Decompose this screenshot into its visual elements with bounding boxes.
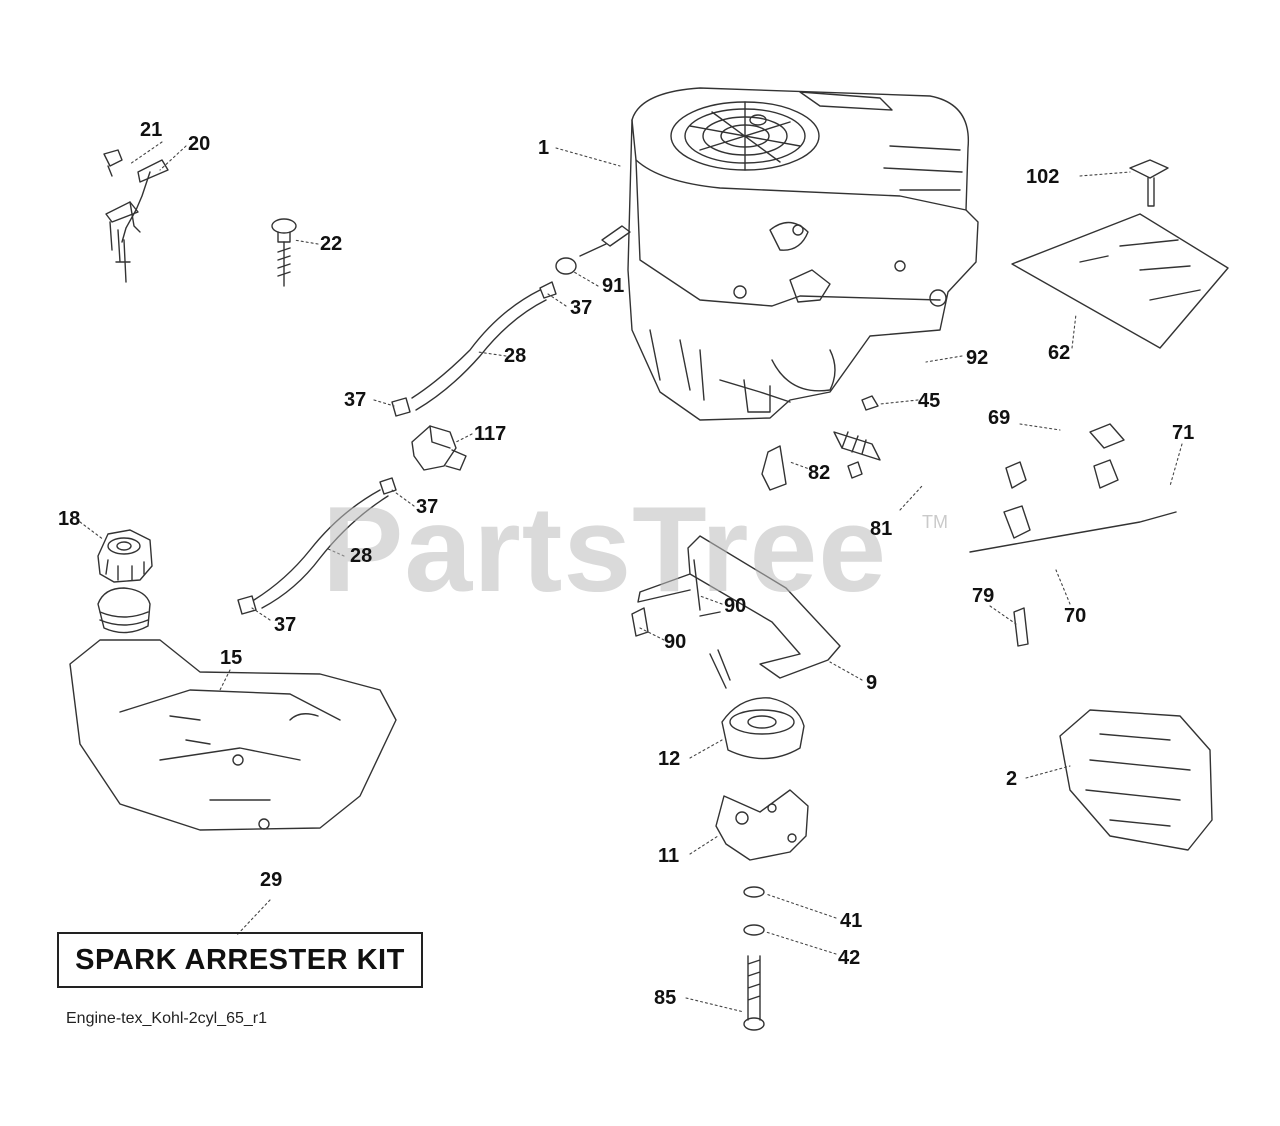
callout-22[interactable]: 22 [320,233,343,255]
callout-20[interactable]: 20 [188,133,211,155]
callout-69[interactable]: 69 [988,407,1011,429]
callout-41[interactable]: 41 [840,910,863,932]
callout-102[interactable]: 102 [1026,166,1060,188]
callout-81[interactable]: 81 [870,518,893,540]
callout-37-c[interactable]: 37 [416,496,439,518]
engine-drawing [627,87,979,421]
callout-15[interactable]: 15 [220,647,243,669]
callout-117[interactable]: 117 [474,423,507,445]
part-22-screw [271,218,297,287]
part-9-bracket [631,535,841,689]
callout-85[interactable]: 85 [654,987,677,1009]
spark-arrester-kit-label[interactable]: SPARK ARRESTER KIT [57,932,423,988]
callout-28-b[interactable]: 28 [350,545,373,567]
callout-21[interactable]: 21 [140,119,163,141]
diagram-caption: Engine-tex_Kohl-2cyl_65_r1 [66,1010,268,1027]
callout-82[interactable]: 82 [808,462,831,484]
callout-37-d[interactable]: 37 [274,614,297,636]
callout-18[interactable]: 18 [58,508,81,530]
callout-2[interactable]: 2 [1006,768,1018,790]
callout-70[interactable]: 70 [1064,605,1087,627]
oil-filter-adapter [715,697,809,1031]
callout-42[interactable]: 42 [838,947,861,969]
callout-45[interactable]: 45 [918,390,941,412]
callout-90-b[interactable]: 90 [664,631,687,653]
callout-71[interactable]: 71 [1172,422,1195,444]
lower-fuel-line [237,425,467,615]
callout-1[interactable]: 1 [538,137,550,159]
callout-28-a[interactable]: 28 [504,345,527,367]
callout-11[interactable]: 11 [658,845,680,867]
callout-37-b[interactable]: 37 [344,389,367,411]
part-2-manual [1059,709,1213,851]
callout-79[interactable]: 79 [972,585,995,607]
callout-9[interactable]: 9 [866,672,878,694]
callout-29[interactable]: 29 [260,869,283,891]
part-20-21-dipstick [103,149,169,283]
trademark-mark: TM [922,512,948,532]
callout-12[interactable]: 12 [658,748,681,770]
callout-91[interactable]: 91 [602,275,625,297]
callout-62[interactable]: 62 [1048,342,1071,364]
part-82-fitting [761,395,881,491]
upper-fuel-line [391,225,631,417]
callout-92[interactable]: 92 [966,347,989,369]
leader-lines [79,141,1183,1013]
part-102-bolt [1129,159,1169,207]
parts-69-71-70 [969,423,1177,647]
callout-90-a[interactable]: 90 [724,595,747,617]
callout-37-a[interactable]: 37 [570,297,593,319]
part-62-plate [1011,213,1229,349]
fuel-tank [69,529,397,831]
